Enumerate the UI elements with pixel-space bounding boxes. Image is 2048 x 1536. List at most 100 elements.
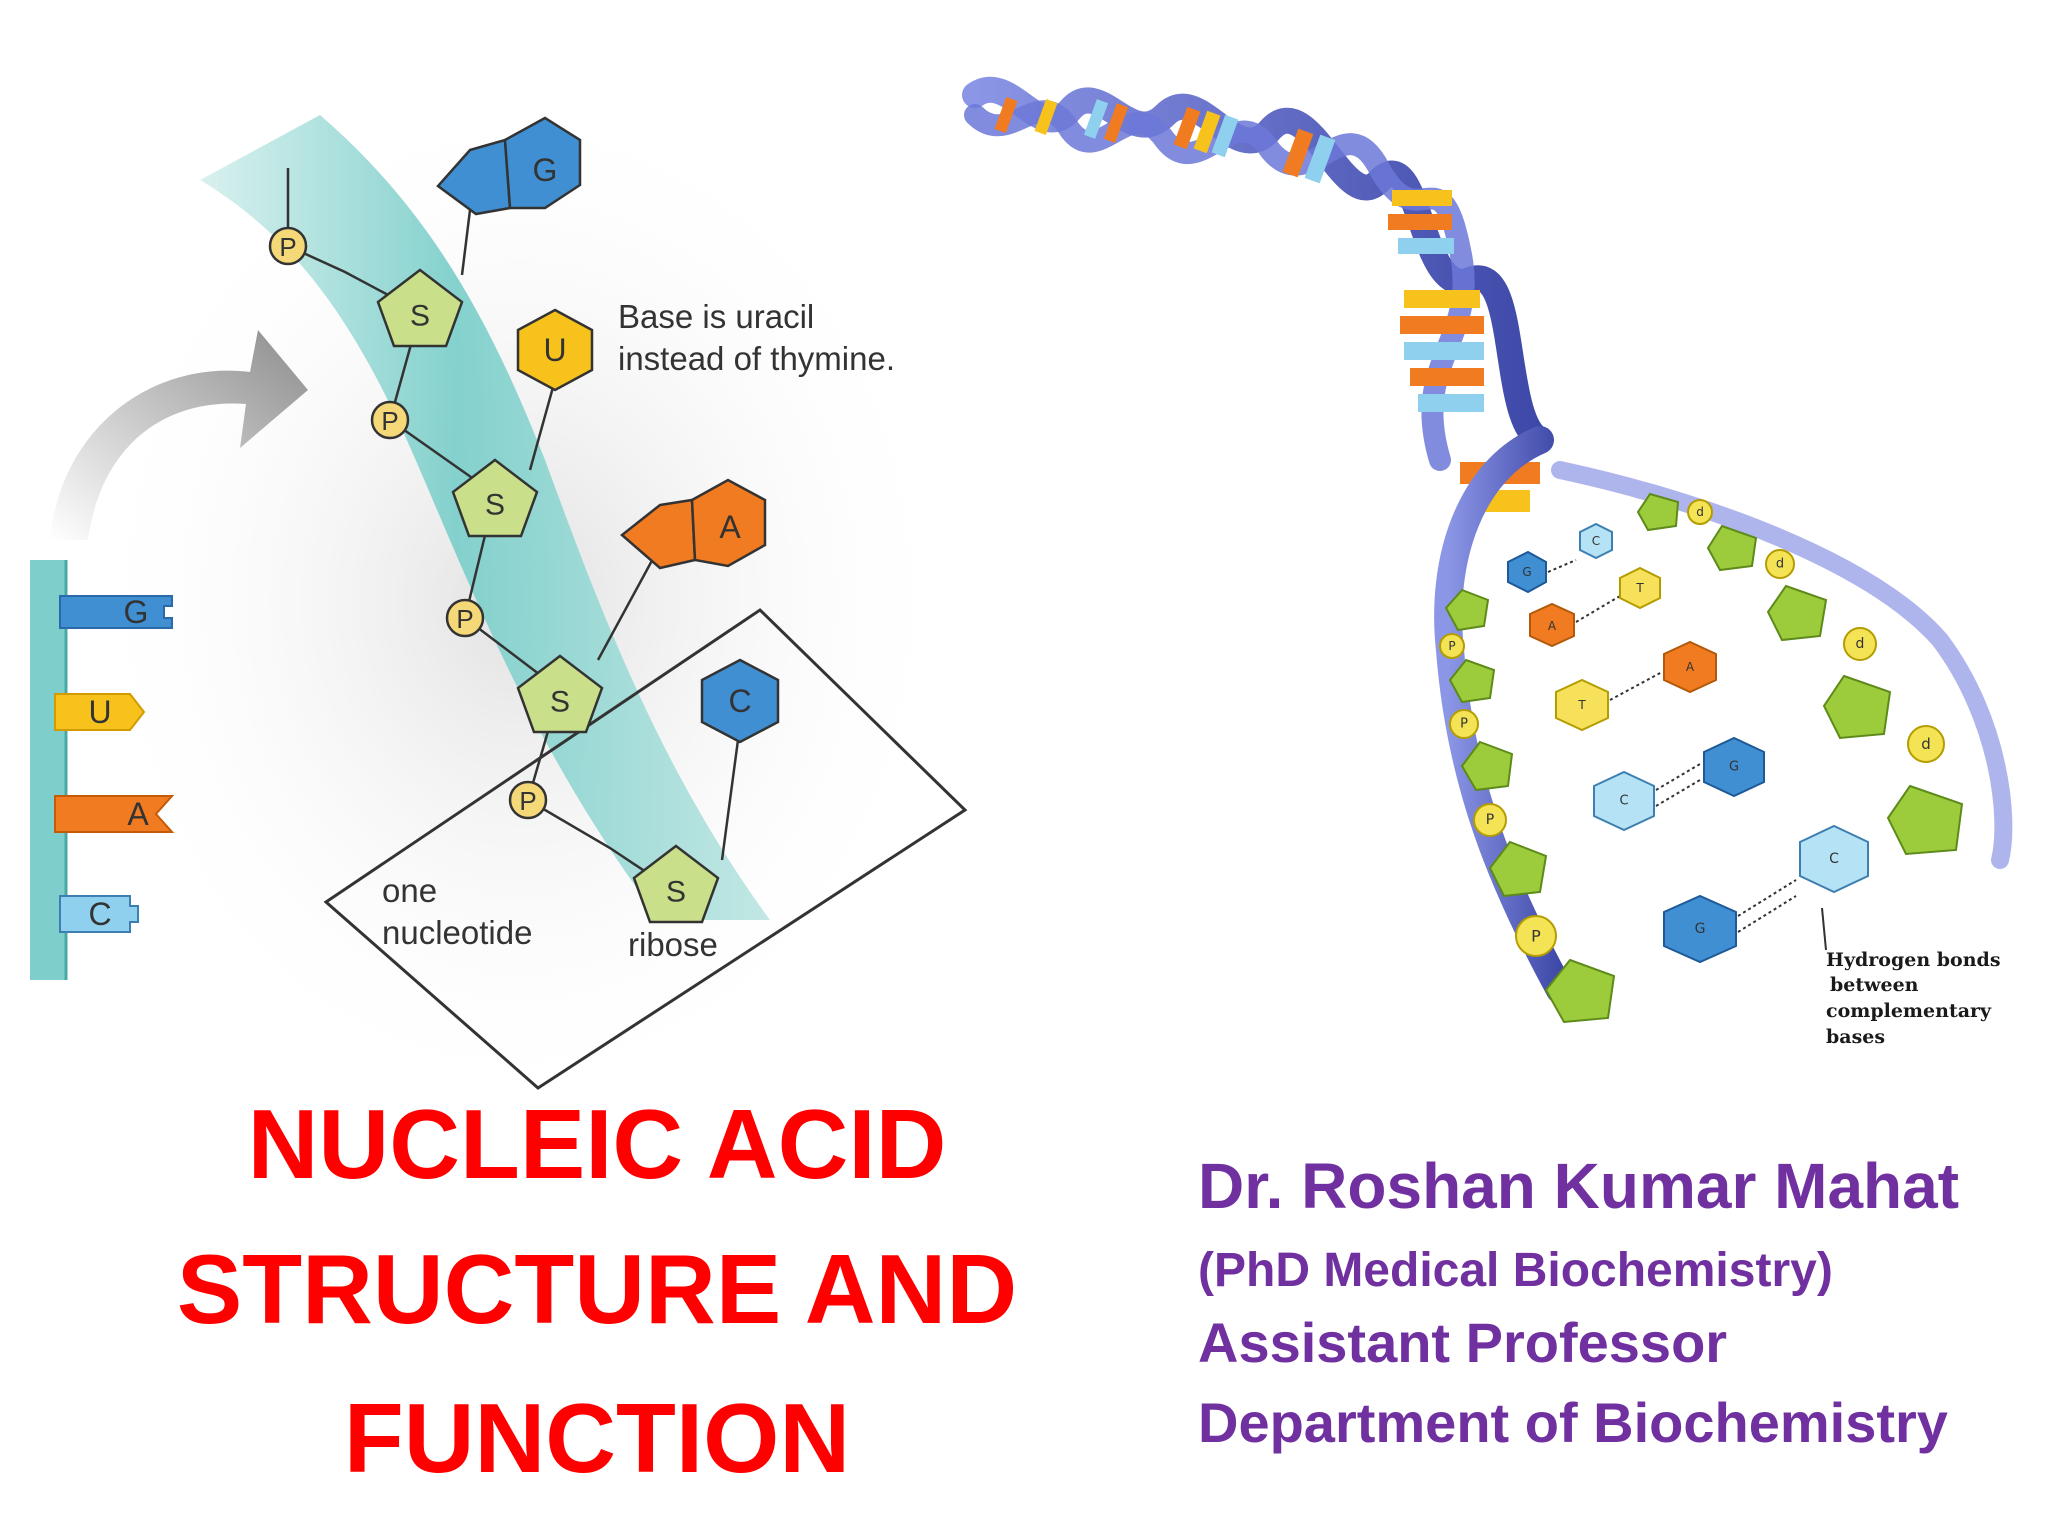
sugar-4-shape <box>632 844 720 924</box>
phosphate-1-circle <box>268 226 308 266</box>
hbond-note-line2: between <box>1830 974 1919 996</box>
dna-phosphate-label: P <box>1531 927 1541 946</box>
phosphate-2: P <box>370 400 410 440</box>
helix-strand-back <box>964 100 1475 471</box>
dna-base-a-label: A <box>1686 660 1695 674</box>
dna-sugar <box>1636 492 1680 532</box>
uracil-label: U <box>543 332 566 368</box>
dna-base-a <box>1663 640 1717 694</box>
dna-phosphate-label: P <box>1448 639 1455 653</box>
phosphate-3-label: P <box>456 604 473 634</box>
ladder-strand-right <box>1551 461 2013 869</box>
rung <box>1410 368 1484 386</box>
rung <box>1083 99 1109 139</box>
dna-sugar <box>1886 784 1964 856</box>
dna-deoxy-label: d <box>1696 505 1704 519</box>
rung <box>1103 103 1129 143</box>
title-line-1: NUCLEIC ACID <box>248 1089 947 1199</box>
base-adenine: A <box>620 478 767 570</box>
mini-base-a: A <box>54 795 175 833</box>
sugar-1-label: S <box>410 300 430 333</box>
dna-base-g-label: G <box>1522 565 1531 579</box>
sugar-1: S <box>376 268 464 348</box>
dna-phosphate <box>1449 709 1479 739</box>
author-department: Department of Biochemistry <box>1198 1391 1948 1454</box>
dna-deoxy <box>1843 627 1877 661</box>
hydrogen-bond <box>1737 895 1797 933</box>
rung <box>1392 190 1452 206</box>
sugar-2: S <box>451 458 539 538</box>
author-block: Dr. Roshan Kumar Mahat (PhD Medical Bioc… <box>1198 1150 1959 1454</box>
dna-helix-diagram: P P P P d d d <box>962 76 2013 1048</box>
dna-sugar <box>1706 524 1758 572</box>
phosphate-4-circle <box>508 780 548 820</box>
phosphate-3-circle <box>445 598 485 638</box>
ladder-left-backbone: P P P P <box>1439 588 1616 1024</box>
dna-sugar <box>1544 958 1616 1024</box>
mini-base-c-shape <box>59 895 139 933</box>
title-line-2: STRUCTURE AND <box>177 1234 1017 1344</box>
dna-base-a-label: A <box>1548 619 1557 633</box>
base-uracil: U <box>516 308 594 392</box>
dna-base-g <box>1663 894 1737 964</box>
sugar-2-label: S <box>485 489 505 522</box>
base-cytosine: C <box>700 658 780 744</box>
dna-phosphate <box>1515 915 1557 957</box>
cytosine-label: C <box>728 683 751 719</box>
ladder-right-backbone: d d d d <box>1636 492 1964 856</box>
link-a <box>596 554 657 661</box>
dna-deoxy <box>1907 725 1945 763</box>
rung <box>1211 114 1239 158</box>
guanine-pentagon <box>436 138 512 216</box>
link-g <box>460 209 472 276</box>
mini-base-a-shape <box>54 795 175 833</box>
sugar-4: S <box>632 844 720 924</box>
rung <box>994 96 1018 134</box>
base-pair-5: G C <box>1663 824 1869 964</box>
guanine-label: G <box>533 152 558 188</box>
uracil-hexagon <box>516 308 594 392</box>
mini-base-u-shape <box>54 693 146 731</box>
rna-mini-strand: G U A C <box>30 560 175 980</box>
dna-deoxy <box>1687 499 1713 525</box>
dna-base-c <box>1799 824 1869 894</box>
base-pair-1: G C <box>1507 522 1613 594</box>
rung <box>1193 110 1221 154</box>
helix-ladder: P P P P d d d <box>1434 426 2013 1024</box>
author-position: Assistant Professor <box>1198 1311 1727 1374</box>
rung <box>1418 394 1484 412</box>
dna-phosphate-label: P <box>1460 717 1468 732</box>
sugar-3-label: S <box>550 686 570 719</box>
base-pair-4: C G <box>1593 736 1765 832</box>
dna-base-c <box>1593 770 1655 832</box>
nucleotide-label-line2: nucleotide <box>382 914 532 951</box>
dna-base-t <box>1619 566 1661 610</box>
dna-base-g-label: G <box>1729 760 1739 775</box>
dna-deoxy-label: d <box>1776 557 1784 572</box>
hydrogen-bond <box>1655 779 1701 807</box>
dna-sugar <box>1448 658 1496 704</box>
rung <box>1404 342 1484 360</box>
base-pair-3: T A <box>1555 640 1717 732</box>
phosphate-2-label: P <box>381 406 398 436</box>
dna-sugar <box>1822 674 1892 740</box>
nucleotide-box <box>323 608 968 1090</box>
note-pointer <box>1821 907 1827 951</box>
phosphate-4-label: P <box>519 786 536 816</box>
base-pair-2: A T <box>1529 566 1661 648</box>
dna-phosphate <box>1473 803 1507 837</box>
dna-base-t <box>1555 678 1609 732</box>
sugar-3: S <box>516 654 604 734</box>
dna-sugar <box>1444 588 1490 632</box>
phosphate-4: P <box>508 780 548 820</box>
mini-base-c: C <box>59 895 139 933</box>
dna-base-c-label: C <box>1829 851 1839 867</box>
mini-base-g-label: G <box>124 594 149 630</box>
link-u <box>528 379 557 471</box>
mini-base-g-shape <box>59 595 173 629</box>
slide-title: NUCLEIC ACID STRUCTURE AND FUNCTION <box>177 1089 1017 1493</box>
rung <box>1304 134 1336 184</box>
dna-base-a <box>1529 602 1575 648</box>
dna-base-g <box>1703 736 1765 798</box>
hbond-note-line4: bases <box>1826 1026 1885 1048</box>
